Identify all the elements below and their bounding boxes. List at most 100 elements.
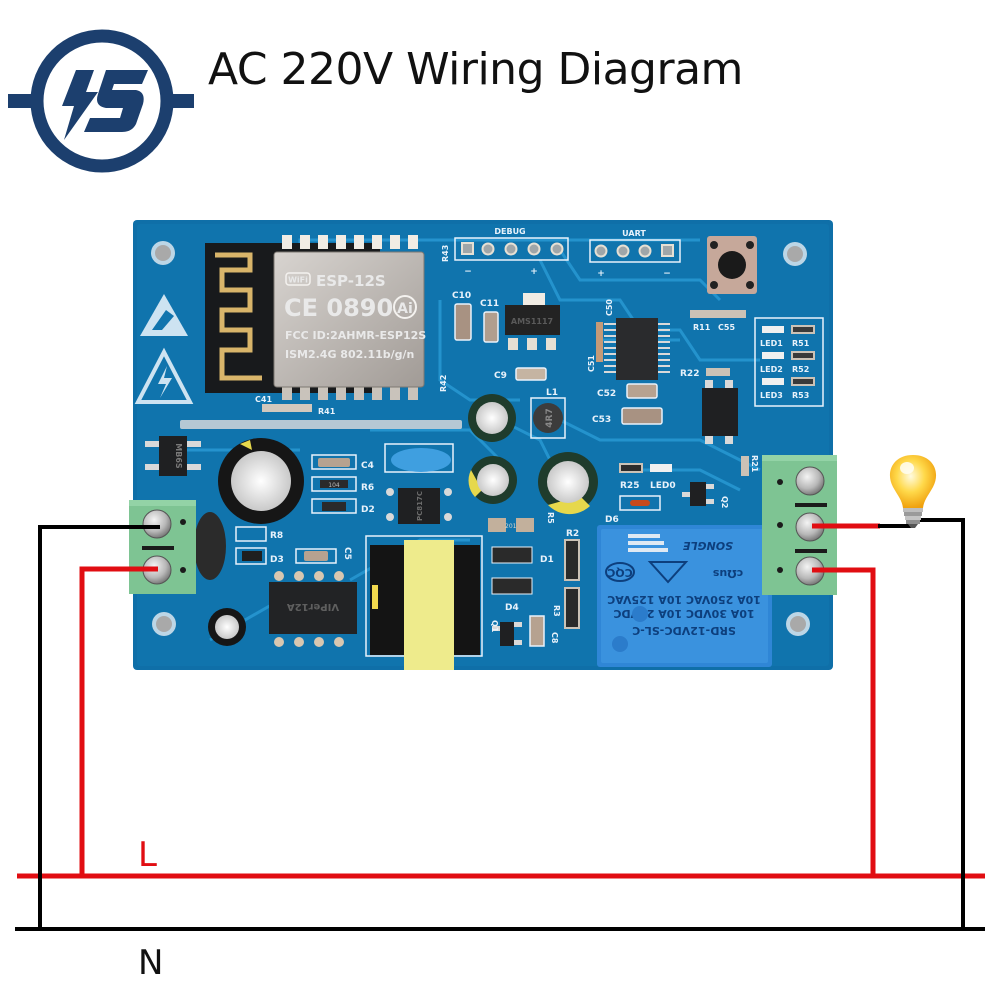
debug-plus: + (530, 267, 538, 277)
silk-r43: R43 (441, 245, 450, 262)
bridge-rectifier-mb6s: MB6S (145, 436, 201, 476)
page-title: AC 220V Wiring Diagram (208, 44, 743, 95)
wifi-module-spec: ISM2.4G 802.11b/g/n (285, 348, 414, 361)
resistor-r3 (564, 587, 580, 629)
relay-songle: SRD-12VDC-SL-C 10A 30VDC 10A 28VDC 10A 2… (597, 525, 772, 667)
silk-r52: R52 (792, 365, 809, 374)
smd-r21 (741, 456, 749, 476)
smd-r11-c55 (690, 310, 746, 318)
electrolytic-cap-2 (468, 456, 517, 504)
ntc-thermistor (194, 512, 226, 580)
silk-led0: LED0 (650, 481, 676, 491)
input-screw-neutral[interactable] (142, 509, 172, 539)
diode-d4 (491, 577, 533, 595)
wifi-brand-mark: WiFi (288, 276, 308, 285)
silk-d4: D4 (505, 603, 519, 613)
silk-r11: R11 (693, 323, 711, 332)
optocoupler-pc817: PC817C (386, 488, 452, 524)
viper-label: VIPer12A (287, 601, 339, 612)
relay-ul-mark: cΩus (712, 567, 743, 580)
silk-r2: R2 (566, 529, 579, 539)
silk-r42: R42 (439, 375, 448, 392)
diode-d6 (630, 500, 650, 506)
debug-minus: − (464, 267, 472, 277)
wires (15, 518, 985, 931)
cap-c10 (454, 303, 472, 341)
smd-r5-b (516, 518, 534, 532)
cap-c9 (515, 367, 547, 381)
inductor-label: 4R7 (545, 408, 555, 427)
cap-c50-c51 (596, 322, 603, 362)
resistor-r6 (320, 480, 348, 488)
cap-c8 (529, 615, 545, 647)
logo-s (84, 70, 148, 132)
diode-d2 (322, 502, 346, 511)
silk-q1: Q1 (490, 620, 499, 633)
esp-12s-module: WiFi ESP-12S CE 0890 Ai FCC ID:2AHMR-ESP… (205, 235, 426, 400)
live-label: L (138, 835, 157, 875)
silk-c11: C11 (480, 299, 499, 309)
live-input-wire (79, 566, 158, 876)
cap-c4 (318, 458, 350, 467)
smd-r41 (262, 404, 312, 412)
silk-led3: LED3 (760, 391, 783, 400)
silk-c4: C4 (361, 461, 374, 471)
output-screw-nc[interactable] (795, 466, 825, 496)
logo-bolt (62, 70, 98, 140)
small-electrolytic-cap (208, 608, 246, 646)
silk-d1: D1 (540, 555, 554, 565)
silk-c51: C51 (587, 355, 596, 372)
silk-c8: C8 (550, 632, 559, 644)
silk-led1: LED1 (760, 339, 783, 348)
silk-r6: R6 (361, 483, 374, 493)
silk-c9: C9 (494, 371, 507, 381)
ai-thinker-mark: Ai (397, 301, 413, 317)
r6-code: 104 (328, 482, 340, 489)
cap-c11 (483, 311, 499, 343)
viper12a-chip: VIPer12A (269, 571, 357, 647)
silk-d6: D6 (605, 515, 619, 525)
smd-r25 (619, 463, 643, 473)
esd-warning-icon (140, 294, 188, 336)
diode-d3 (242, 551, 262, 561)
live-relay-wire (812, 567, 876, 876)
neutral-label: N (138, 943, 164, 983)
wifi-module-fcc: FCC ID:2AHMR-ESP12S (285, 329, 426, 342)
silk-r21: R21 (750, 455, 759, 473)
cap-c53 (621, 407, 663, 425)
led-led0 (650, 464, 672, 472)
relay-rating-ac: 10A 250VAC 10A 125VAC (607, 593, 761, 606)
transistor-q2 (682, 482, 714, 506)
songle-logo-icon (628, 534, 668, 552)
uart-minus: − (663, 269, 671, 279)
opto-label: PC817C (416, 491, 424, 521)
silk-led2: LED2 (760, 365, 783, 374)
reset-button[interactable] (707, 236, 757, 294)
transistor-q1 (492, 622, 522, 646)
cap-c52 (626, 383, 658, 399)
silk-d2: D2 (361, 505, 375, 515)
silk-l1: L1 (546, 388, 558, 398)
relay-model: SRD-12VDC-SL-C (632, 624, 736, 637)
smd-r5-a (488, 518, 506, 532)
cap-c5 (304, 551, 328, 561)
relay-cqc-mark: CQC (607, 566, 633, 579)
bulb-neutral-wire (912, 518, 965, 929)
silk-r5: R5 (546, 512, 555, 524)
neutral-input-wire (38, 525, 160, 929)
silk-r41: R41 (318, 407, 336, 416)
relay-rating-dc: 10A 30VDC 10A 28VDC (613, 607, 754, 620)
resistor-r2 (564, 539, 580, 581)
silk-c10: C10 (452, 291, 471, 301)
diode-d1 (491, 546, 533, 564)
smd-r22 (706, 368, 730, 376)
lightning-s-logo-icon (8, 29, 194, 173)
silk-q2: Q2 (720, 496, 729, 508)
mounting-holes (151, 241, 810, 636)
relay-brand: SONGLE (683, 539, 734, 552)
silk-c53: C53 (592, 415, 611, 425)
silk-r53: R53 (792, 391, 809, 400)
silk-r25: R25 (620, 481, 639, 491)
isolation-slot (180, 420, 462, 429)
